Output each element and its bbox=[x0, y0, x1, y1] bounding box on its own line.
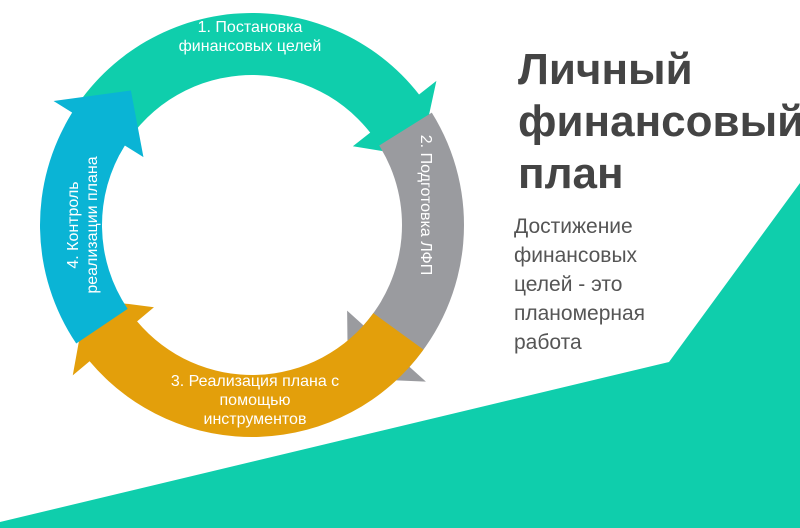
label-line: реализации плана bbox=[84, 156, 101, 294]
step-3-arrow bbox=[72, 298, 424, 437]
label-line: инструментов bbox=[203, 411, 307, 428]
label-line: 3. Реализация плана с bbox=[170, 373, 340, 390]
teal-band bbox=[0, 183, 800, 528]
subtitle-line: планомерная bbox=[514, 302, 646, 325]
subtitle-line: Достижение bbox=[514, 215, 633, 238]
subtitle-line: финансовых bbox=[514, 244, 638, 267]
step-4-arrow bbox=[40, 90, 144, 344]
step-1-arrow bbox=[64, 13, 437, 158]
title-line: план bbox=[518, 149, 624, 198]
page-title: Личный финансовый план bbox=[518, 44, 800, 200]
label-line: 4. Контроль bbox=[65, 181, 82, 269]
label-line: 2. Подготовка ЛФП bbox=[417, 134, 434, 276]
title-line: Личный bbox=[518, 45, 693, 94]
title-line: финансовый bbox=[518, 97, 800, 146]
step-2-label: 2. Подготовка ЛФП bbox=[416, 115, 435, 295]
subtitle-line: целей - это bbox=[514, 273, 623, 296]
step-4-label: 4. Контроль реализации плана bbox=[64, 135, 102, 315]
label-line: финансовых целей bbox=[178, 38, 322, 55]
label-line: 1. Постановка bbox=[197, 19, 303, 36]
step-3-label: 3. Реализация плана с помощью инструмент… bbox=[150, 372, 360, 429]
label-line: помощью bbox=[219, 392, 291, 409]
step-2-arrow bbox=[347, 112, 465, 382]
subtitle: Достижение финансовых целей - это планом… bbox=[514, 212, 645, 357]
step-1-label: 1. Постановка финансовых целей bbox=[160, 18, 340, 56]
subtitle-line: работа bbox=[514, 331, 582, 354]
